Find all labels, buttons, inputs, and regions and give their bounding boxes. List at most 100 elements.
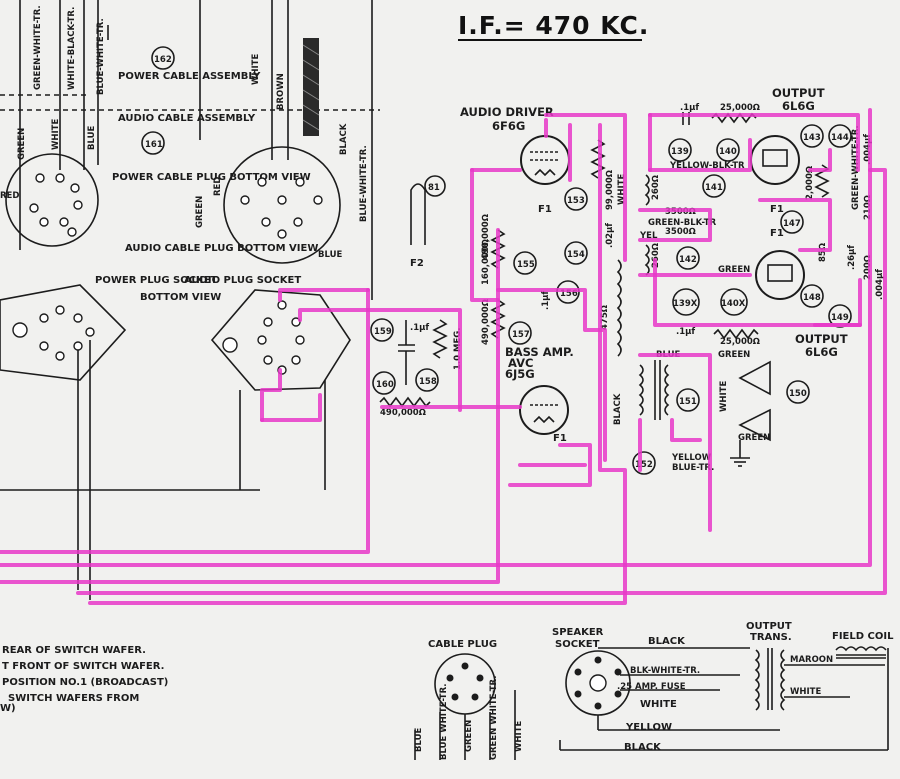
speaker-socket-label-2: SOCKET xyxy=(555,639,600,650)
bottom-view-label: BOTTOM VIEW xyxy=(140,292,221,303)
c-1-139x: .1µf xyxy=(676,327,695,337)
wire-green-3: GREEN xyxy=(738,433,770,443)
wire-white-driver: WHITE xyxy=(617,174,627,205)
plug-sockets: POWER PLUG SOCKET BOTTOM VIEW AUDIO PLUG… xyxy=(0,275,351,600)
output-top-label: OUTPUT xyxy=(772,86,825,100)
r-25k-b: 25,000Ω xyxy=(720,337,760,347)
speaker-output: BLUE GREEN WHITE 150 151 GREEN 152 YELLO… xyxy=(632,350,810,475)
if-frequency-title: I.F.= 470 KC. xyxy=(458,11,649,40)
output-trans-label-1: OUTPUT xyxy=(746,621,792,632)
part-158: 158 xyxy=(419,377,437,387)
wire-label-white-2: WHITE xyxy=(251,54,261,85)
audio-driver-type: 6F6G xyxy=(492,119,525,133)
audio-driver-tube: AUDIO DRIVER 6F6G F1 153 99,000Ω WHITE 1… xyxy=(460,105,627,425)
bass-amp-label: BASS AMP. xyxy=(505,345,574,359)
part-152: 152 xyxy=(635,460,653,470)
bottom-wire-blue-white-tr: BLUE WHITE-TR. xyxy=(439,683,449,760)
wire-label-red: RED xyxy=(213,177,223,196)
r-85: 85Ω xyxy=(818,243,828,262)
c-004b: .004µf xyxy=(875,269,885,300)
bottom-section: REAR OF SWITCH WAFER. T FRONT OF SWITCH … xyxy=(0,621,894,760)
legend-line-3: POSITION NO.1 (BROADCAST) xyxy=(2,677,168,688)
c-1-156: .1µf xyxy=(541,291,551,310)
avc-label: AVC xyxy=(508,356,533,370)
output-top-type: 6L6G xyxy=(782,99,815,113)
wire-label-brown: BROWN xyxy=(276,73,286,110)
part-140: 140 xyxy=(719,147,737,157)
wire-blue-tr: BLUE-TR. xyxy=(672,463,714,473)
output-bottom-type: 6L6G xyxy=(805,345,838,359)
part-156: 156 xyxy=(560,289,578,299)
f1-label-out2: F1 xyxy=(770,228,784,239)
audio-plug-socket-label: AUDIO PLUG SOCKET xyxy=(184,275,301,286)
part-155: 155 xyxy=(517,260,535,270)
speaker-socket-label-1: SPEAKER xyxy=(552,627,604,638)
c-02: .02µf xyxy=(605,223,615,248)
wire-label-green-white-tr: GREEN-WHITE-TR. xyxy=(33,5,43,90)
part-142: 142 xyxy=(679,255,697,265)
bottom-wire-blk-white-tr: BLK-WHITE-TR. xyxy=(630,666,700,676)
highlighted-traces xyxy=(0,108,887,605)
wire-green-out: GREEN xyxy=(718,265,750,275)
fuse-81: 81 F2 xyxy=(410,175,446,269)
part-159: 159 xyxy=(374,327,392,337)
top-left-wiring: GREEN-WHITE-TR. WHITE-BLACK-TR. GREEN WH… xyxy=(0,0,380,300)
wire-white-2: WHITE xyxy=(719,381,729,412)
wire-label-white-black-tr: WHITE-BLACK-TR. xyxy=(67,7,77,90)
legend-line-1: REAR OF SWITCH WAFER. xyxy=(2,645,146,656)
legend-line-4: SWITCH WAFERS FROM xyxy=(8,693,139,704)
wire-label-green: GREEN xyxy=(17,128,27,160)
f1-label-driver: F1 xyxy=(538,204,552,215)
c-1-139: .1µf xyxy=(680,103,699,113)
part-147: 147 xyxy=(783,219,801,229)
wire-label-white: WHITE xyxy=(51,119,61,150)
part-161: 161 xyxy=(145,140,163,150)
r-3500b: 3500Ω xyxy=(665,227,696,237)
bottom-wire-black-2: BLACK xyxy=(624,742,662,753)
legend-line-2: T FRONT OF SWITCH WAFER. xyxy=(2,661,164,672)
bottom-fuse-label: .25 AMP. FUSE xyxy=(617,682,686,692)
wire-label-green-2: GREEN xyxy=(195,196,205,228)
wire-label-blue: BLUE xyxy=(87,126,97,150)
legend-line-5: W) xyxy=(0,703,16,714)
part-150: 150 xyxy=(789,389,807,399)
r-260b: 260Ω xyxy=(651,243,661,268)
bottom-wire-maroon: MAROON xyxy=(790,655,833,665)
part-154: 154 xyxy=(567,250,585,260)
part-153: 153 xyxy=(567,196,585,206)
wire-label-blue-white-tr-2: BLUE-WHITE-TR. xyxy=(359,145,369,222)
bass-amp-tube: BASS AMP. AVC 6J5G F1 xyxy=(505,345,574,444)
wire-green-2: GREEN xyxy=(718,350,750,360)
audio-cable-assembly-label: AUDIO CABLE ASSEMBLY xyxy=(118,113,256,124)
wire-yellow-tr: YELLOW xyxy=(671,453,712,463)
part-148: 148 xyxy=(803,293,821,303)
wire-label-red-2: RED xyxy=(0,191,19,201)
r-99k: 99,000Ω xyxy=(605,170,615,210)
part-144: 144 xyxy=(831,133,849,143)
part-140x: 140X xyxy=(721,299,746,309)
part-139x: 139X xyxy=(673,299,698,309)
audio-cable-plug-label: AUDIO CABLE PLUG BOTTOM VIEW xyxy=(125,243,318,254)
part-143: 143 xyxy=(803,133,821,143)
f1-label-bass: F1 xyxy=(553,433,567,444)
bottom-wire-green: GREEN xyxy=(464,720,474,752)
wire-black-driver: BLACK xyxy=(613,393,623,425)
r-260a: 260Ω xyxy=(651,175,661,200)
wire-yellow-blk-tr: YELLOW-BLK-TR xyxy=(669,161,745,171)
part-81: 81 xyxy=(428,183,440,193)
f2-label: F2 xyxy=(410,258,424,269)
output-trans-label-2: TRANS. xyxy=(750,632,792,643)
r-490k: 490,000Ω xyxy=(380,408,426,418)
part-149: 149 xyxy=(831,313,849,323)
field-coil-label: FIELD COIL xyxy=(832,631,894,642)
r-160k: 160,000Ω xyxy=(481,239,491,285)
r-475: 475Ω xyxy=(600,305,610,330)
bass-input-network: 159 .1µf 1.0 MEG. 158 160 490,000Ω xyxy=(370,318,463,418)
c-1-159: .1µf xyxy=(410,323,429,333)
r-2000: 2,000Ω xyxy=(805,166,815,200)
r-490k-c: 490,000Ω xyxy=(481,299,491,345)
bass-amp-type: 6J5G xyxy=(505,367,535,381)
output-bottom-label: OUTPUT xyxy=(795,332,848,346)
